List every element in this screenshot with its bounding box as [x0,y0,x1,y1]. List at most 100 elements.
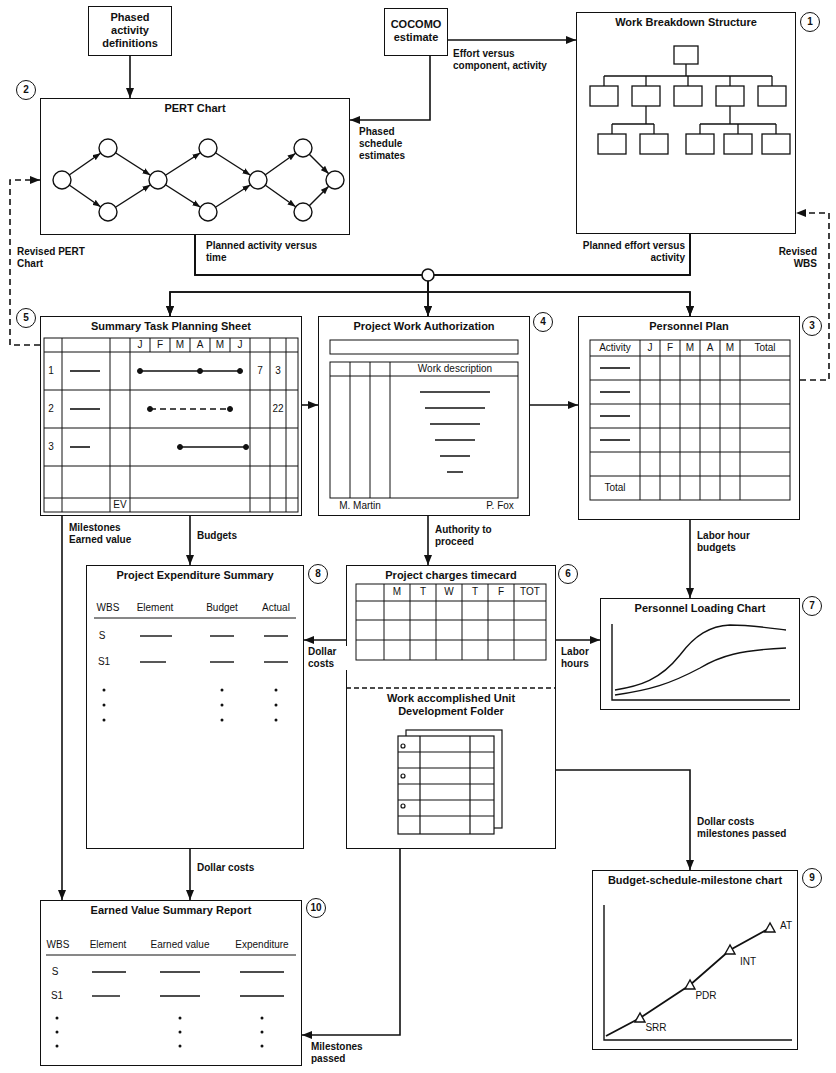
earned-value-table-part [56,1017,264,1048]
milestone-chart-plot-part-part [635,1013,645,1022]
callout-number: 6 [558,564,578,584]
timecard-grid-part [410,584,411,660]
table-text: Actual [262,602,290,614]
wbs-tree-part [699,124,700,134]
planning-sheet-table-part-part [228,407,233,412]
authorization-form-part [390,362,391,498]
expenditure-table-part-part [103,704,106,707]
table-text: J [238,339,243,351]
planning-sheet-table-part-part [178,445,183,450]
authorization-form [330,340,518,498]
authorization-form-part [420,391,490,393]
expenditure-table-part [140,635,172,636]
box-heading: Summary Task Planning Sheet [45,320,297,333]
box-heading: Project Work Authorization [323,320,525,333]
timecard-grid [346,584,556,688]
planning-sheet-table-part [210,338,211,352]
planning-sheet-table-part [70,446,90,448]
earned-value-table-part-part [179,1031,182,1034]
wbs-tree [590,46,790,154]
connector-label: Planned effort versus activity [560,240,686,264]
pert-network-part [53,139,344,221]
pert-network-part-part [53,171,71,189]
planning-sheet-table-part [170,338,171,352]
folder-illustration-part [398,736,494,834]
flow-connector [556,770,690,870]
connector-label: Revised PERT Chart [16,246,90,270]
timecard-grid-part [488,584,489,660]
personnel-table-part [660,340,661,500]
milestone-chart-plot-part-part [685,980,695,989]
personnel-table-part [590,356,790,357]
connector-label: Labor hours [560,646,600,670]
authorization-form-part [435,439,475,441]
personnel-table-part [590,452,790,453]
pert-network-part-part [199,139,217,157]
folder-illustration-part [401,774,405,778]
wbs-tree-part [632,86,660,106]
table-text: M [686,342,694,354]
pert-network-part-part [149,171,167,189]
connector-label: Planned activity versus time [205,240,337,264]
connector-label: Labor hour budgets [696,530,760,554]
earned-value-table-part [240,995,284,996]
planning-sheet-table-part [70,408,100,410]
expenditure-table-part-part [103,689,106,692]
planning-sheet-table-part-part [148,407,153,412]
table-text: M [216,339,224,351]
wbs-tree-part [687,76,688,86]
table-text: Element [137,602,174,614]
connector-label: Dollar costs [307,646,347,670]
wbs-tree-part [737,124,738,134]
expenditure-table-part [264,661,288,662]
authorization-form-part [447,471,463,473]
table-text: Activity [599,342,631,354]
table-text: W [444,586,453,598]
milestone-label: AT [780,920,792,932]
wbs-tree-part [762,134,790,154]
table-text: Total [754,342,775,354]
table-text: A [197,339,204,351]
table-text: 22 [272,403,283,415]
flow-connector [350,56,430,120]
earned-value-table-part-part [56,1045,59,1048]
planning-sheet-table-part [140,370,240,372]
personnel-table-part [590,428,790,429]
wbs-tree-part [645,76,646,86]
connector-label: Dollar costs [196,862,278,874]
wbs-tree-part [771,76,772,86]
personnel-table-part [600,415,630,417]
planning-sheet-table-part-part [198,369,203,374]
earned-value-panel: Earned Value Summary Report [40,900,302,1066]
table-text: J [648,342,653,354]
planning-sheet-table-part [44,498,298,499]
box-heading: Personnel Plan [583,320,795,333]
callout-number: 4 [533,312,553,332]
planning-sheet-table-part [44,352,298,353]
loading-chart-plot [612,624,790,700]
box-heading: COCOMO estimate [389,18,443,44]
planning-sheet-table-part [286,338,287,512]
personnel-table-part [700,340,701,500]
personnel-table-part [740,340,741,500]
expenditure-table-part [103,689,278,722]
planning-sheet-table-part [44,338,298,512]
wbs-tree-part [674,86,702,106]
box-heading: Work Breakdown Structure [581,16,791,29]
estimate-box: COCOMO estimate [384,8,448,56]
authorization-form-part [350,362,351,498]
planning-sheet-table-part-part [244,445,249,450]
table-text: M. Martin [339,500,381,512]
pert-chart-panel: PERT Chart [40,98,350,235]
personnel-table-part [680,340,681,500]
earned-value-table-part-part [261,1017,264,1020]
earned-value-table-part [160,971,200,972]
connector-label: Effort versus component, activity [452,48,572,72]
authorization-form-part [430,423,480,425]
flow-connector [170,234,690,316]
table-text: M [393,586,401,598]
earned-value-table-part [92,971,126,972]
planning-sheet-table-part [150,338,151,352]
personnel-table-part [590,380,790,381]
connector-label: Authority to proceed [434,524,516,548]
